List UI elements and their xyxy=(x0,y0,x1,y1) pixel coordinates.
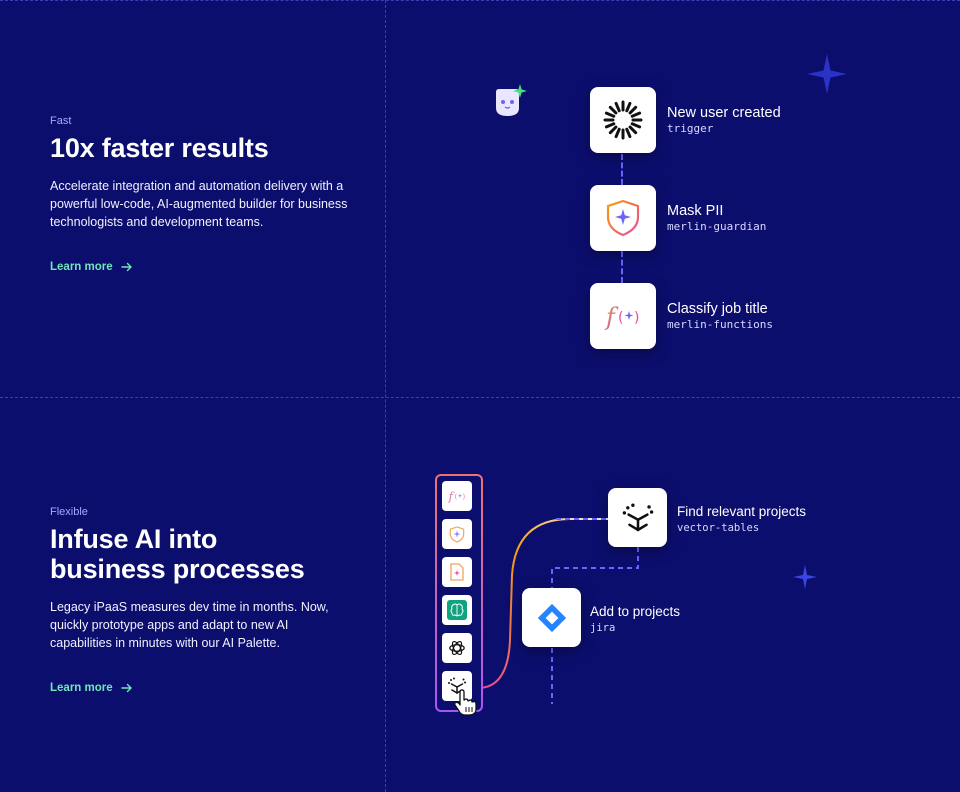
step-card-trigger[interactable] xyxy=(590,87,656,153)
step-title: Mask PII xyxy=(667,203,724,219)
openai-icon xyxy=(449,640,465,656)
step-card-find-projects[interactable] xyxy=(608,488,667,547)
grid-line-top xyxy=(0,0,960,1)
learn-more-label: Learn more xyxy=(50,682,113,694)
arrow-right-icon xyxy=(120,683,132,693)
sparkle-star-icon xyxy=(807,54,847,94)
section-title: Infuse AI into business processes xyxy=(50,524,350,584)
vector-tables-icon xyxy=(622,503,653,531)
step-title: Find relevant projects xyxy=(677,504,807,519)
learn-more-link[interactable]: Learn more xyxy=(50,682,133,694)
section-fast: Fast 10x faster results Accelerate integ… xyxy=(50,115,350,274)
section-title-line: Infuse AI into xyxy=(50,524,218,554)
step-label: Add to projects jira xyxy=(590,603,680,635)
step-title: Classify job title xyxy=(667,301,768,317)
jira-icon xyxy=(537,603,566,632)
step-card-classify[interactable]: f ( ) xyxy=(590,283,656,349)
brain-chip-icon xyxy=(447,600,467,620)
section-eyebrow: Flexible xyxy=(50,506,88,518)
function-icon: f ( ) xyxy=(448,490,466,504)
robot-mascot-icon xyxy=(496,84,527,116)
section-description: Accelerate integration and automation de… xyxy=(50,179,348,229)
svg-text:): ) xyxy=(463,493,466,501)
document-icon xyxy=(450,563,464,581)
grid-line-horizontal xyxy=(0,397,960,398)
connector-line xyxy=(621,251,623,283)
shield-sparkle-icon xyxy=(449,525,465,543)
function-icon: f ( ) xyxy=(604,303,639,331)
palette-item-openai[interactable] xyxy=(442,633,472,663)
section-flexible: Flexible Infuse AI into business process… xyxy=(50,506,350,695)
step-title: New user created xyxy=(667,105,781,121)
palette-item-brain[interactable] xyxy=(442,595,472,625)
step-subtitle: trigger xyxy=(667,122,714,135)
step-subtitle: merlin-functions xyxy=(667,318,773,331)
connector-line xyxy=(621,154,623,185)
step-card-mask-pii[interactable] xyxy=(590,185,656,251)
hand-cursor-icon xyxy=(454,689,477,716)
step-card-add-to-projects[interactable] xyxy=(522,588,581,647)
ai-palette: f ( ) xyxy=(435,474,483,712)
svg-text:(: ( xyxy=(618,310,623,326)
sparkle-star-icon xyxy=(793,565,817,589)
step-subtitle: vector-tables xyxy=(677,522,760,534)
svg-text:(: ( xyxy=(455,493,458,501)
step-subtitle: merlin-guardian xyxy=(667,220,767,233)
section-title-line: business processes xyxy=(50,554,305,584)
step-label: Find relevant projects vector-tables xyxy=(677,503,806,535)
step-label: New user created trigger xyxy=(667,104,781,136)
svg-text:): ) xyxy=(634,310,639,326)
step-title: Add to projects xyxy=(590,604,681,619)
step-label: Mask PII merlin-guardian xyxy=(667,202,766,234)
section-title: 10x faster results xyxy=(50,133,269,163)
section-eyebrow: Fast xyxy=(50,115,72,127)
grid-line-vertical xyxy=(385,0,386,792)
palette-item-vector-tables[interactable] xyxy=(442,671,472,701)
step-subtitle: jira xyxy=(590,622,616,634)
learn-more-link[interactable]: Learn more xyxy=(50,261,133,273)
step-label: Classify job title merlin-functions xyxy=(667,300,773,332)
arrow-right-icon xyxy=(120,262,132,272)
palette-item-guardian[interactable] xyxy=(442,519,472,549)
svg-text:f: f xyxy=(448,490,456,504)
shield-sparkle-icon xyxy=(606,199,640,237)
starburst-icon xyxy=(603,100,643,140)
learn-more-label: Learn more xyxy=(50,261,113,273)
palette-item-document[interactable] xyxy=(442,557,472,587)
palette-item-functions[interactable]: f ( ) xyxy=(442,481,472,511)
section-description: Legacy iPaaS measures dev time in months… xyxy=(50,600,329,650)
